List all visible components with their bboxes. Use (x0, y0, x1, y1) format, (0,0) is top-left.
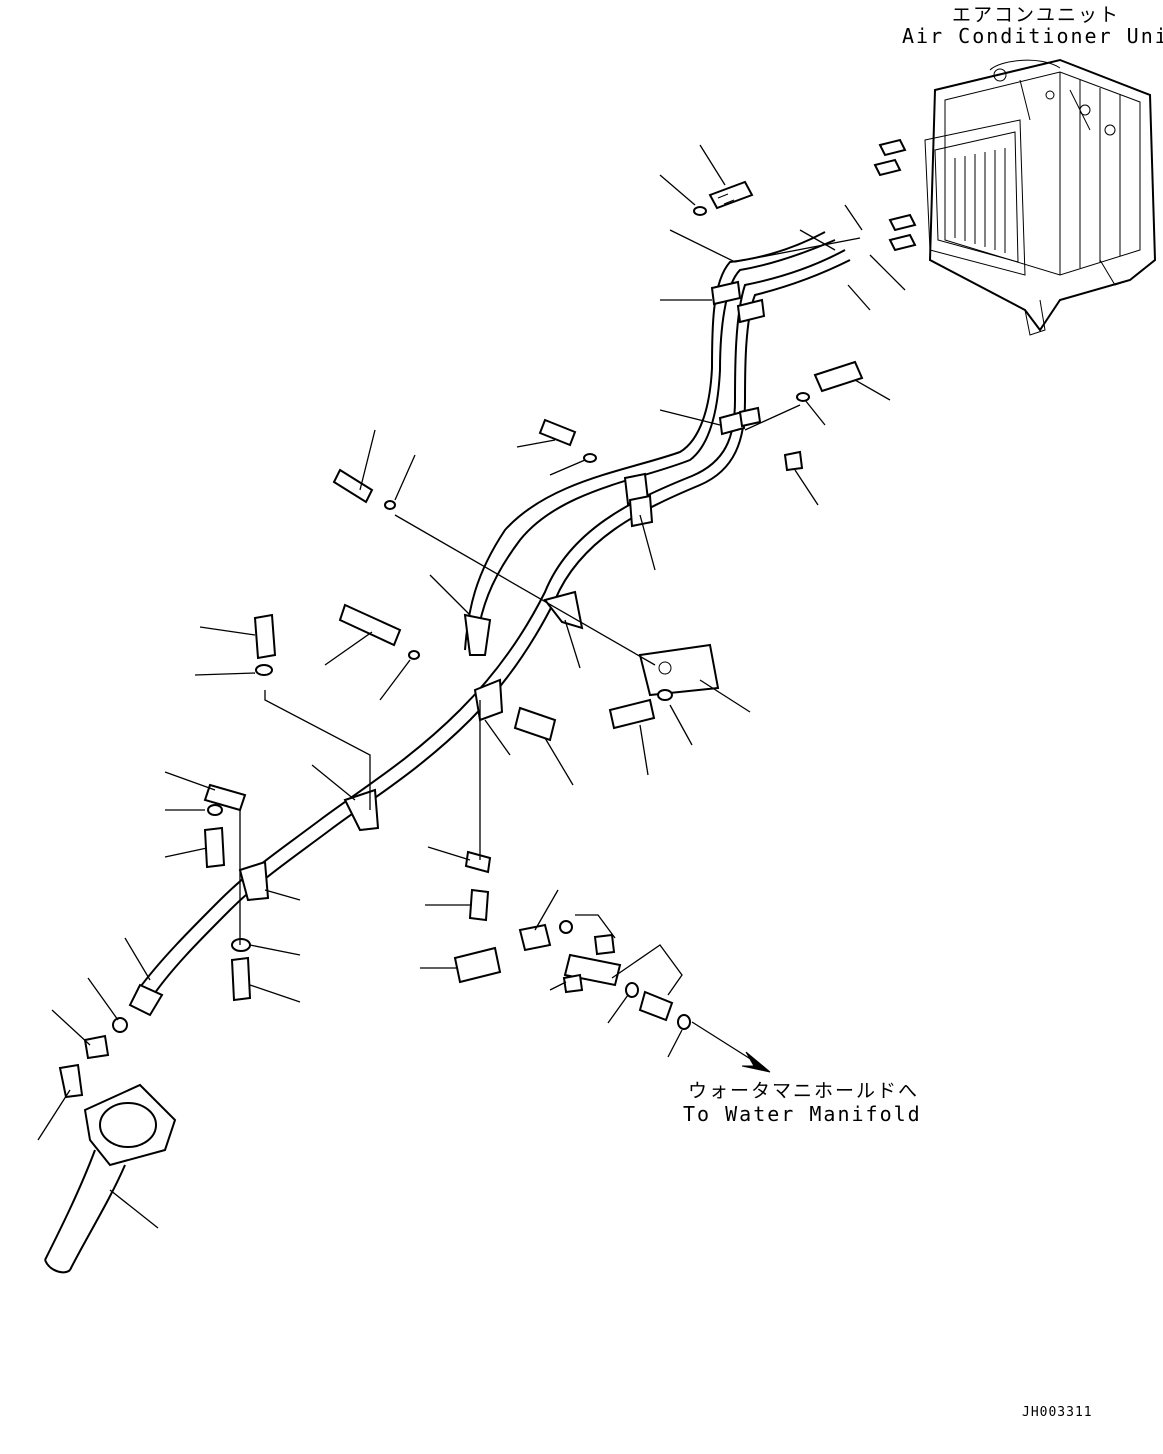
ac-unit-fins (944, 148, 1006, 253)
drawing-code: JH003311 (1022, 1405, 1093, 1420)
ac-unit-label-jp: エアコンユニット (952, 4, 1121, 26)
hose-clamps (238, 280, 766, 902)
air-conditioner-unit (873, 58, 1157, 336)
to-manifold-label-jp: ウォータマニホールドへ (688, 1080, 920, 1102)
ac-unit-label-en: Air Conditioner Unit (902, 24, 1163, 48)
to-manifold-label-en: To Water Manifold (683, 1102, 922, 1126)
manifold-fittings (453, 850, 691, 1030)
bolts-and-washers (58, 180, 864, 1099)
outlet-pipe (44, 1083, 177, 1274)
to-manifold-arrow (691, 1021, 771, 1073)
heater-hoses (128, 231, 851, 1017)
leader-lines (37, 144, 906, 1229)
